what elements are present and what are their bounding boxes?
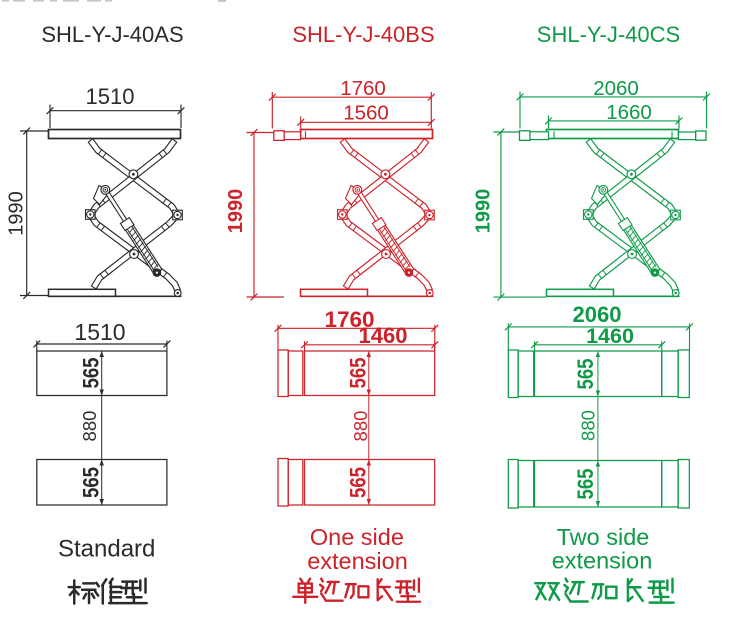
svg-text:Two side: Two side — [557, 524, 650, 550]
svg-text:SHL-Y-J-40CS: SHL-Y-J-40CS — [537, 22, 680, 47]
svg-text:1510: 1510 — [74, 319, 125, 345]
svg-text:565: 565 — [346, 358, 371, 389]
svg-text:Standard: Standard — [58, 536, 155, 563]
svg-text:extension: extension — [307, 548, 408, 574]
svg-text:SHL-Y-J-40BS: SHL-Y-J-40BS — [292, 22, 434, 47]
svg-text:1460: 1460 — [586, 324, 634, 348]
svg-text:1510: 1510 — [86, 84, 135, 109]
svg-text:880: 880 — [350, 411, 371, 442]
svg-text:One side: One side — [310, 524, 404, 550]
svg-text:2060: 2060 — [593, 77, 639, 100]
svg-text:2060: 2060 — [573, 302, 622, 327]
svg-text:1460: 1460 — [359, 323, 408, 348]
svg-text:565: 565 — [78, 358, 103, 389]
svg-text:1760: 1760 — [340, 77, 386, 100]
svg-text:1990: 1990 — [5, 191, 27, 236]
svg-text:880: 880 — [79, 411, 100, 442]
svg-text:565: 565 — [78, 467, 103, 498]
svg-text:1990: 1990 — [225, 189, 247, 234]
svg-text:1660: 1660 — [606, 101, 652, 124]
svg-text:SHL-Y-J-40AS: SHL-Y-J-40AS — [41, 22, 183, 47]
svg-text:880: 880 — [578, 410, 599, 441]
svg-text:565: 565 — [346, 467, 371, 498]
svg-text:565: 565 — [573, 469, 598, 500]
svg-text:1560: 1560 — [343, 102, 389, 125]
svg-text:565: 565 — [573, 359, 598, 390]
svg-text:extension: extension — [552, 548, 653, 574]
svg-text:1990: 1990 — [473, 189, 495, 234]
svg-text:1760: 1760 — [324, 307, 374, 332]
